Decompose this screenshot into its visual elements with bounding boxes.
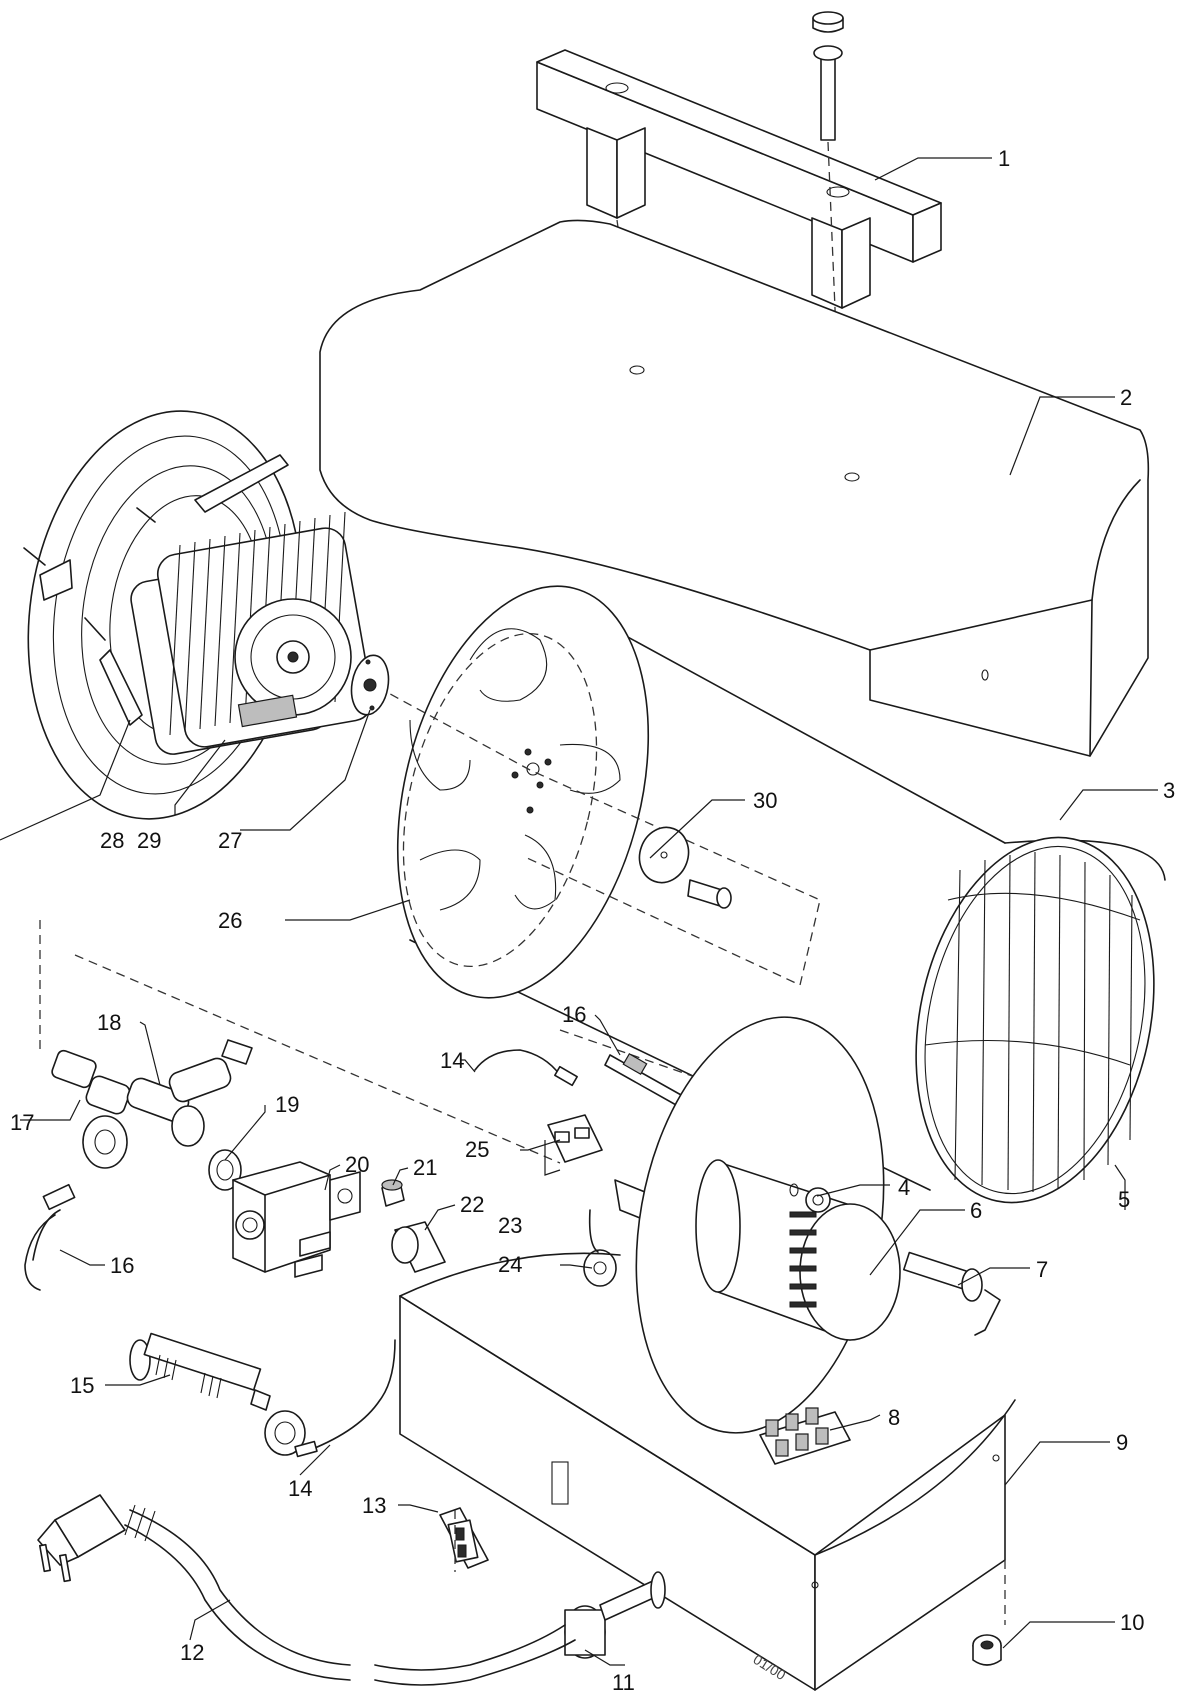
- callout-21: 21: [413, 1155, 437, 1180]
- callout-16-lower: 16: [110, 1253, 134, 1278]
- nozzle-dashed-guide: [74, 954, 561, 1164]
- leader-lines: [0, 157, 1158, 1666]
- washer-bolt-part-30: [638, 826, 732, 909]
- callout-10: 10: [1120, 1610, 1144, 1635]
- callout-28: 28: [100, 828, 124, 853]
- callout-30: 30: [753, 788, 777, 813]
- callout-5: 5: [1118, 1187, 1130, 1212]
- fittings-parts-17-18-19: [51, 1039, 253, 1191]
- callout-27: 27: [218, 828, 242, 853]
- combustion-chamber-part-6: [635, 1016, 901, 1434]
- callout-13: 13: [362, 1493, 386, 1518]
- callout-17: 17: [10, 1110, 34, 1135]
- foot-part-10: [972, 1634, 1002, 1666]
- wire-part-14-upper-terminal: [554, 1065, 578, 1087]
- solenoid-valve-part-20: [232, 1161, 361, 1278]
- callout-18: 18: [97, 1010, 121, 1035]
- wire-part-14-lower: [309, 1339, 396, 1451]
- switch-part-13: [439, 1507, 489, 1572]
- callout-22: 22: [460, 1192, 484, 1217]
- callout-25: 25: [465, 1137, 489, 1162]
- callout-14-lower: 14: [288, 1476, 312, 1501]
- rear-plate-part-26: [396, 585, 650, 999]
- power-cord-part-12: [37, 1494, 576, 1686]
- callout-3: 3: [1163, 778, 1175, 803]
- callout-20: 20: [345, 1152, 369, 1177]
- motor-part-29: [130, 511, 374, 755]
- callout-4: 4: [898, 1175, 910, 1200]
- callout-24: 24: [498, 1252, 522, 1277]
- callout-14-upper: 14: [440, 1048, 464, 1073]
- connector-part-25: [547, 1114, 603, 1163]
- nozzle-parts-21-22: [381, 1179, 446, 1273]
- terminal-block-part-8: [759, 1407, 851, 1465]
- callout-26: 26: [218, 908, 242, 933]
- wire-part-14-upper: [474, 1049, 561, 1076]
- callout-16-upper: 16: [562, 1002, 586, 1027]
- callout-15: 15: [70, 1373, 94, 1398]
- shaft-dashed-guide: [139, 557, 821, 986]
- callout-11: 11: [612, 1670, 635, 1693]
- nozzle-holder-part-15: [129, 1332, 306, 1456]
- callout-9: 9: [1116, 1430, 1128, 1455]
- callout-2: 2: [1120, 385, 1132, 410]
- callout-1: 1: [998, 146, 1010, 171]
- callout-6: 6: [970, 1198, 982, 1223]
- front-grill-part-5: [915, 836, 1155, 1204]
- callout-7: 7: [1036, 1257, 1048, 1282]
- callout-labels: 1 2 3 4 5 6 7 8 9 10 11 12 13 14 14 15 1…: [10, 146, 1175, 1693]
- cover-part-2: [319, 219, 1150, 757]
- callout-29: 29: [137, 828, 161, 853]
- callout-12: 12: [180, 1640, 204, 1665]
- electrode-part-7: [902, 1251, 1001, 1336]
- callout-19: 19: [275, 1092, 299, 1117]
- probe-part-16-left: [24, 1183, 76, 1291]
- fan-hub-part-27: [350, 654, 390, 716]
- handle-part-1: [536, 11, 942, 309]
- cable-gland-part-11: [564, 1571, 666, 1659]
- callout-8: 8: [888, 1405, 900, 1430]
- callout-23: 23: [498, 1213, 522, 1238]
- wire-part-14-lower-terminal: [294, 1440, 318, 1458]
